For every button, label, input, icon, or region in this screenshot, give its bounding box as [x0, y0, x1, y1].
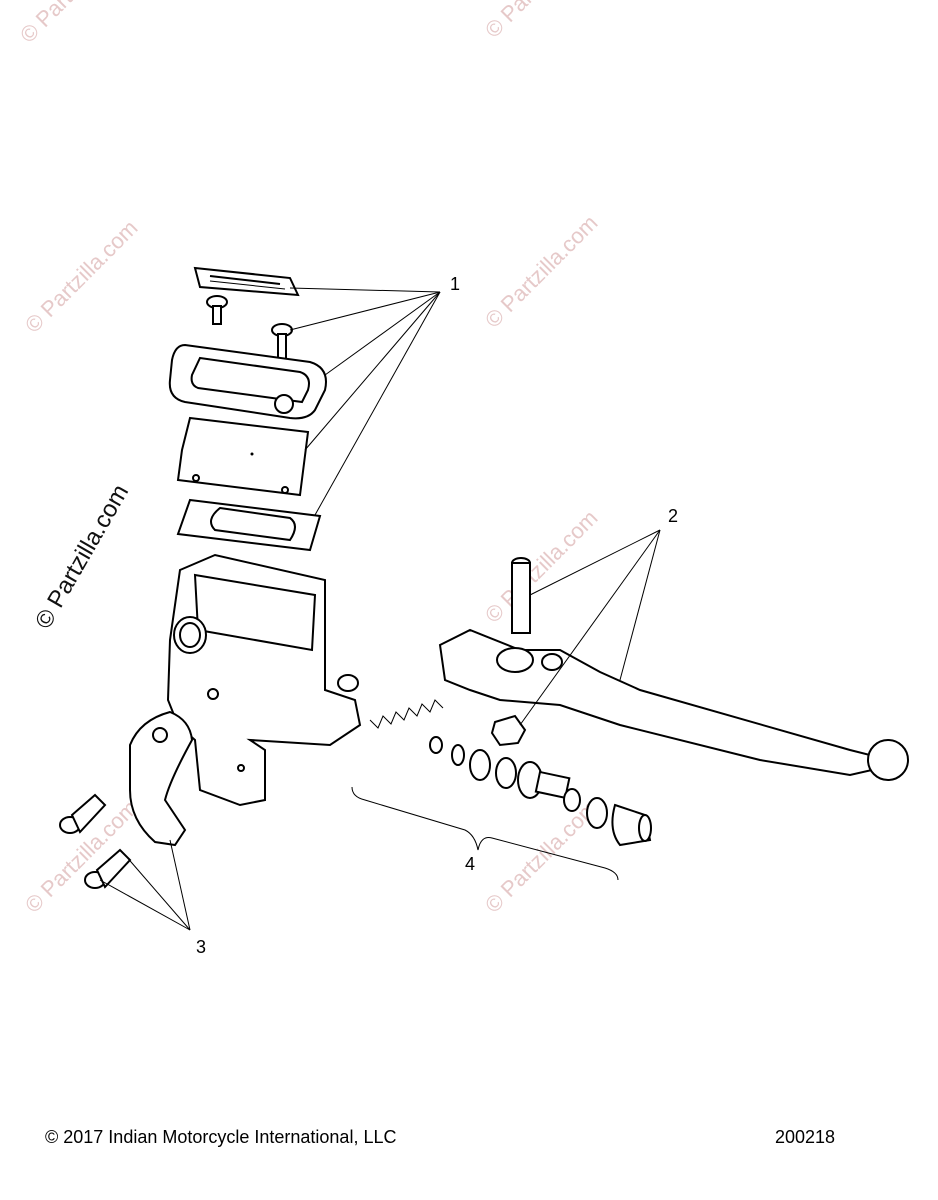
clamp-bolt-lower[interactable] [84, 848, 132, 889]
piston-washer[interactable] [451, 744, 465, 766]
callout-label-2: 2 [668, 506, 678, 526]
callout-label-1: 1 [450, 274, 460, 294]
lever-pivot-bolt[interactable] [511, 557, 531, 634]
callout-1-leaders [289, 287, 441, 516]
handlebar-clamp[interactable] [129, 710, 194, 847]
diagram-id: 200218 [775, 1127, 836, 1147]
piston-cup[interactable] [495, 757, 517, 789]
lever-pivot-nut[interactable] [490, 714, 527, 747]
cover-screw-left[interactable] [206, 295, 228, 325]
clamp-bolt-upper[interactable] [59, 793, 107, 834]
callout-label-3: 3 [196, 937, 206, 957]
brake-lever[interactable] [438, 628, 909, 781]
diaphragm-plate[interactable] [176, 416, 310, 497]
callout-label-4: 4 [465, 854, 475, 874]
reservoir-gasket[interactable] [176, 498, 322, 552]
piston-assembly[interactable] [517, 761, 581, 812]
callout-4-bracket [351, 786, 619, 881]
copyright-footer: © 2017 Indian Motorcycle International, … [45, 1127, 397, 1147]
callout-2-leaders [519, 529, 661, 726]
reservoir-cover[interactable] [168, 343, 327, 420]
decal-label[interactable] [193, 266, 300, 297]
master-cylinder-body[interactable] [166, 553, 362, 807]
retaining-ring[interactable] [586, 797, 608, 829]
callout-3-leaders [99, 839, 191, 931]
dust-boot[interactable] [611, 803, 652, 847]
piston-seal[interactable] [469, 749, 491, 781]
piston-spring[interactable] [369, 699, 444, 754]
